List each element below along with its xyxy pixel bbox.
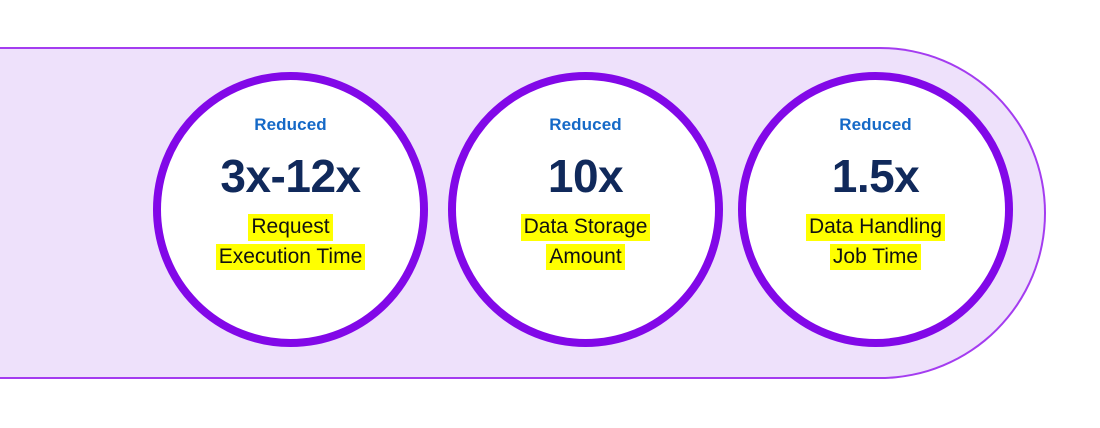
- card-description-line: Amount: [546, 243, 625, 270]
- card-description-line: Execution Time: [215, 243, 366, 270]
- card-description: Request Execution Time: [215, 214, 366, 270]
- card-kicker-label: Reduced: [839, 115, 912, 134]
- card-description-line: Request: [248, 214, 333, 241]
- card-metric-value: 1.5x: [831, 150, 920, 202]
- card-metric-value: 10x: [547, 150, 624, 202]
- card-metric-value: 3x-12x: [220, 150, 361, 202]
- metric-card-request-execution-time: Reduced 3x-12x Request Execution Time: [153, 72, 428, 347]
- card-description-line: Job Time: [829, 243, 922, 270]
- card-kicker-label: Reduced: [549, 115, 622, 134]
- card-description: Data Storage Amount: [520, 214, 651, 270]
- card-description-line: Data Handling: [805, 214, 946, 241]
- metric-card-data-handling-job-time: Reduced 1.5x Data Handling Job Time: [738, 72, 1013, 347]
- card-kicker-label: Reduced: [254, 115, 327, 134]
- card-description-line: Data Storage: [520, 214, 651, 241]
- metric-card-data-storage-amount: Reduced 10x Data Storage Amount: [448, 72, 723, 347]
- card-description: Data Handling Job Time: [805, 214, 946, 270]
